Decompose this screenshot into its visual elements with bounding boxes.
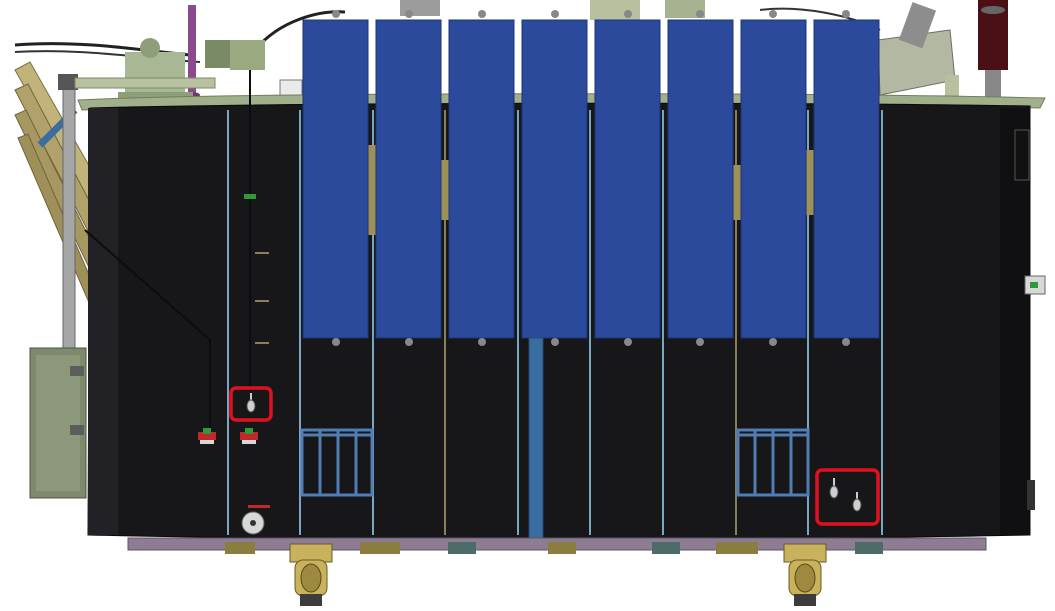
radiator-5 <box>594 10 661 346</box>
radiator-header-strips <box>368 145 814 235</box>
radiator-8 <box>813 10 880 346</box>
level-ticks <box>255 252 269 344</box>
radiator-3 <box>448 10 515 346</box>
radiator-7 <box>740 10 807 346</box>
radiator-bank <box>302 10 880 346</box>
valve-right <box>240 428 258 444</box>
ladder-right <box>736 428 810 497</box>
wheel-right <box>783 543 827 606</box>
right-fittings <box>1014 129 1046 510</box>
support-arm <box>74 77 216 89</box>
support-post <box>62 79 76 351</box>
gauge-left <box>246 393 256 413</box>
wheel-left <box>289 543 333 606</box>
radiator-6 <box>667 10 734 346</box>
support-post-cap <box>58 74 78 90</box>
control-cabinet <box>29 347 87 499</box>
highlight-right-gauges <box>815 468 880 526</box>
drain-valve <box>241 505 270 535</box>
radiator-4 <box>521 10 588 346</box>
highlight-left-gauge <box>229 386 273 422</box>
radiator-2 <box>375 10 442 346</box>
gauge-right-2 <box>852 492 862 512</box>
central-pipe <box>528 337 544 544</box>
ladder-left <box>300 428 374 497</box>
radiator-1 <box>302 10 369 346</box>
level-marker-green <box>244 194 256 199</box>
gauge-right-1 <box>829 478 839 499</box>
left-wiring <box>84 70 251 430</box>
valve-left <box>198 428 216 444</box>
base-feet <box>225 542 883 554</box>
